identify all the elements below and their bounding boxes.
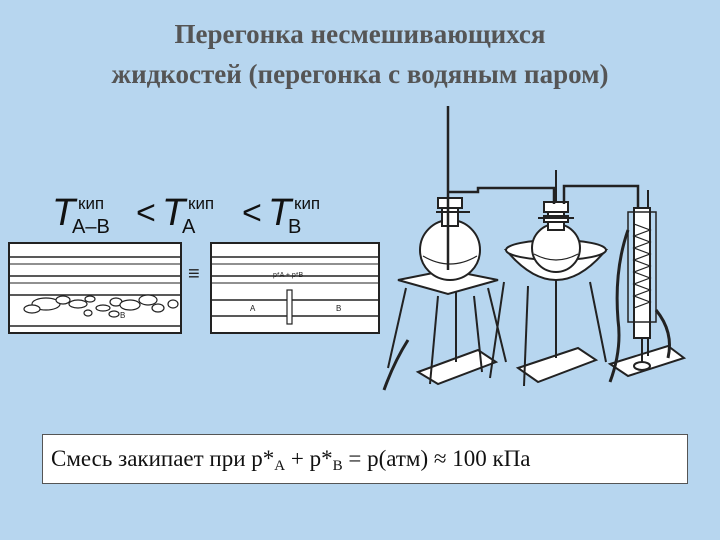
less-than-1: < [136, 194, 156, 232]
stand-base-middle [515, 346, 599, 384]
boiling-condition-equation: Смесь закипает при p*A + p*B = p(атм) ≈ … [51, 446, 531, 475]
t-b-sub: B [288, 216, 302, 238]
right-label-a: A [250, 304, 256, 313]
title-line-1: Перегонка несмешивающихся [174, 19, 546, 49]
droplets [23, 294, 179, 318]
left-vessel: B [8, 242, 182, 334]
t-a: T [162, 192, 186, 234]
t-mixture-sub: A–B [72, 216, 110, 238]
vessel-diagram: B ≡ p*A + p*B A B [8, 242, 380, 334]
t-a-sub: A [182, 216, 196, 238]
left-label-b: B [120, 311, 125, 320]
t-b-sup: кип [294, 194, 321, 213]
t-a-sup: кип [188, 194, 215, 213]
t-b: T [268, 192, 292, 234]
equation-mid: + p* [285, 446, 333, 471]
equation-box: Смесь закипает при p*A + p*B = p(атм) ≈ … [42, 434, 688, 484]
boiling-point-inequality: T кип A–B < T кип A < T кип B [52, 192, 352, 244]
t-mixture-sup: кип [78, 194, 105, 213]
t-mixture: T [52, 192, 76, 234]
right-vessel: p*A + p*B A B [210, 242, 380, 334]
slide-title: Перегонка несмешивающихся жидкостей (пер… [0, 14, 720, 94]
equation-sub-b: B [332, 458, 343, 474]
equation-prefix: Смесь закипает при p* [51, 446, 275, 471]
flask-middle [531, 223, 581, 273]
flask-left [419, 219, 481, 281]
equiv-sign: ≡ [188, 263, 200, 285]
stopper-middle [543, 201, 569, 213]
less-than-2: < [242, 194, 262, 232]
right-label-b: B [336, 304, 341, 313]
equation-suffix: = p(атм) ≈ 100 кПа [342, 446, 531, 471]
steam-distillation-apparatus [382, 106, 687, 391]
title-line-2: жидкостей (перегонка с водяным паром) [111, 59, 609, 89]
pressure-label: p*A + p*B [273, 272, 303, 279]
equation-sub-a: A [274, 458, 286, 474]
stopper-left [437, 197, 463, 209]
